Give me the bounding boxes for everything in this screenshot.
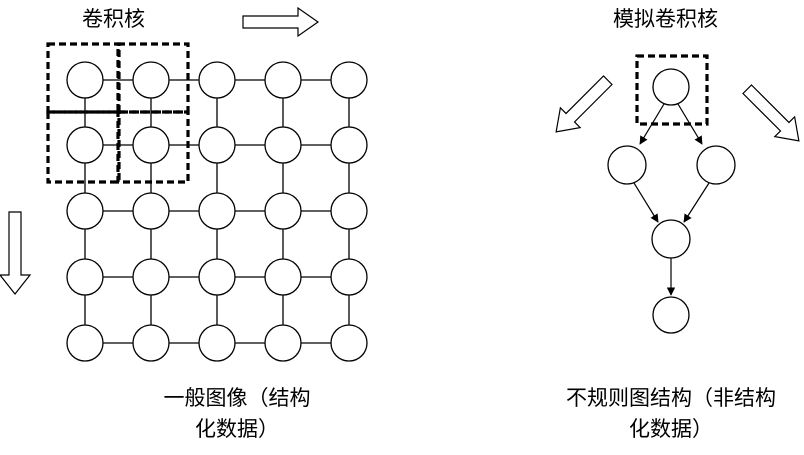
grid-node bbox=[198, 61, 236, 99]
grid-node bbox=[198, 126, 236, 164]
grid-node bbox=[330, 324, 368, 362]
graph-node-bottom bbox=[652, 296, 690, 334]
grid-node bbox=[264, 324, 302, 362]
grid-nodes bbox=[66, 61, 368, 362]
grid-node bbox=[330, 258, 368, 296]
simulated-convolution-kernel-label: 模拟卷积核 bbox=[613, 7, 718, 31]
grid-node bbox=[66, 324, 104, 362]
convolution-kernel-label: 卷积核 bbox=[82, 7, 145, 31]
grid-node bbox=[330, 126, 368, 164]
graph-edge bbox=[633, 182, 659, 223]
grid-node bbox=[264, 192, 302, 230]
grid-node bbox=[264, 258, 302, 296]
grid-node bbox=[198, 192, 236, 230]
grid-node bbox=[132, 258, 170, 296]
grid-node bbox=[66, 126, 104, 164]
kernel-window-top-right bbox=[116, 42, 190, 114]
irregular-graph bbox=[607, 68, 736, 334]
grid-node bbox=[66, 61, 104, 99]
grid-node bbox=[264, 61, 302, 99]
regular-image-caption-line1: 一般图像（结构 bbox=[163, 386, 311, 410]
irregular-edges bbox=[633, 103, 710, 296]
grid-node bbox=[66, 258, 104, 296]
grid-node bbox=[330, 192, 368, 230]
graph-edge bbox=[683, 182, 710, 223]
grid-node bbox=[132, 324, 170, 362]
simulated-kernel-window bbox=[635, 54, 709, 126]
right-arrow-icon bbox=[242, 6, 320, 38]
grid-node bbox=[330, 61, 368, 99]
irregular-graph-caption: 不规则图结构（非结构 化数据） bbox=[540, 383, 802, 445]
graph-node-left bbox=[607, 145, 647, 185]
regular-image-caption-line2: 化数据） bbox=[195, 417, 279, 441]
grid-node bbox=[132, 61, 170, 99]
grid-node bbox=[132, 192, 170, 230]
graph-node-right bbox=[696, 145, 736, 185]
down-arrow-icon bbox=[0, 211, 32, 295]
down-right-arrow-icon bbox=[742, 84, 800, 142]
grid-node bbox=[198, 258, 236, 296]
grid-graph bbox=[66, 61, 368, 362]
irregular-graph-caption-line1: 不规则图结构（非结构 bbox=[566, 386, 776, 410]
irregular-graph-caption-line2: 化数据） bbox=[629, 417, 713, 441]
grid-node bbox=[132, 126, 170, 164]
grid-node bbox=[198, 324, 236, 362]
kernel-window-bottom-right bbox=[116, 110, 190, 184]
grid-node bbox=[264, 126, 302, 164]
graph-node-middle bbox=[651, 219, 691, 259]
irregular-nodes bbox=[607, 68, 736, 334]
down-left-arrow-icon bbox=[555, 75, 613, 133]
regular-image-caption: 一般图像（结构 化数据） bbox=[132, 383, 342, 445]
graph-node-top bbox=[652, 68, 690, 106]
kernel-windows bbox=[46, 42, 190, 184]
grid-node bbox=[66, 192, 104, 230]
